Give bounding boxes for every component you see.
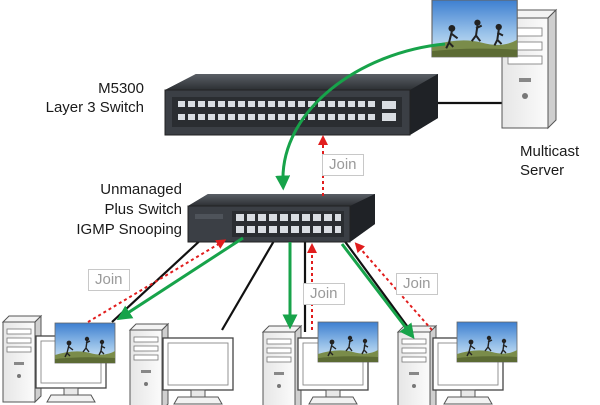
l3-switch-label-line1: M5300 <box>98 80 144 97</box>
l3-switch-label: M5300 Layer 3 Switch <box>40 79 144 117</box>
unmanaged-label-line2: Plus Switch <box>104 201 182 218</box>
client-pc-2-tower <box>129 323 169 405</box>
client-pc-1-stream-thumbnail <box>54 322 116 364</box>
join-label-uplink: Join <box>322 154 364 176</box>
l3-switch-icon <box>164 74 438 136</box>
client-pc-1-tower <box>2 315 42 403</box>
server-stream-thumbnail <box>431 0 519 58</box>
cable-to-pc2 <box>221 233 279 331</box>
unmanaged-switch-icon <box>187 194 375 243</box>
unmanaged-switch-label: Unmanaged Plus Switch IGMP Snooping <box>30 180 182 240</box>
client-pc-4-tower <box>397 325 437 405</box>
l3-switch-label-line2: Layer 3 Switch <box>45 99 144 116</box>
client-pc-3-tower <box>262 325 302 405</box>
server-label-line1: Multicast <box>520 143 580 160</box>
join-label-pc1: Join <box>88 269 130 291</box>
client-pc-2-monitor <box>162 337 234 405</box>
join-arrow-pc4 <box>354 242 433 331</box>
multicast-server-icon <box>500 8 558 130</box>
unmanaged-label-line1: Unmanaged <box>100 181 182 198</box>
join-label-pc4: Join <box>396 273 438 295</box>
server-label-line2: Server <box>520 162 565 179</box>
stream-arrow-to-pc4 <box>340 243 415 339</box>
join-label-pc3: Join <box>303 283 345 305</box>
client-pc-3-stream-thumbnail <box>317 321 379 363</box>
client-pc-4-stream-thumbnail <box>456 321 518 363</box>
multicast-server-label: Multicast Server <box>520 142 579 180</box>
stream-arrow-to-pc1 <box>116 236 244 321</box>
join-arrow-pc1 <box>87 239 227 323</box>
cable-to-pc4 <box>337 231 411 331</box>
unmanaged-label-line3: IGMP Snooping <box>76 221 182 238</box>
stream-arrow-server-to-switch <box>275 42 446 191</box>
